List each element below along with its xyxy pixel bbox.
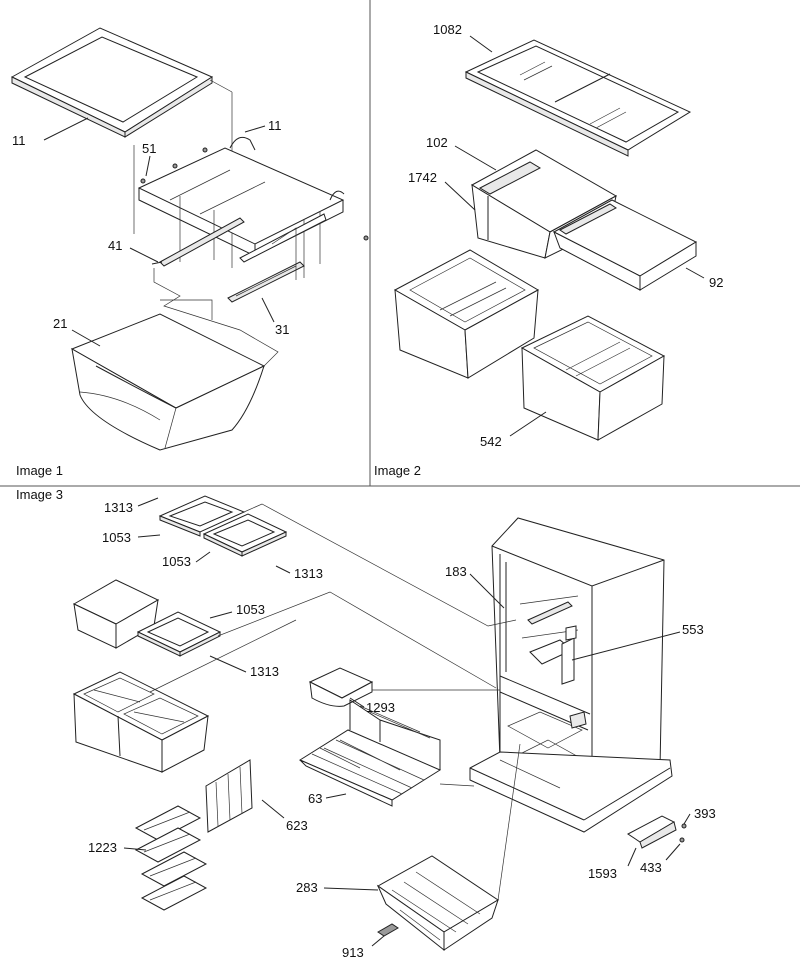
crisper-left	[393, 249, 540, 379]
divider-623	[205, 759, 253, 833]
rail-31	[227, 261, 305, 303]
basket-283	[376, 855, 499, 952]
callout-51: 51	[142, 141, 156, 156]
shelf-glass-1082	[464, 39, 692, 157]
bracket-1593	[627, 815, 687, 849]
image1-leaders	[43, 117, 275, 347]
callout-542: 542	[480, 434, 502, 449]
image3-guides	[149, 503, 521, 901]
callout-913: 913	[342, 945, 364, 960]
drawer-small	[72, 579, 160, 649]
callout-31: 31	[275, 322, 289, 337]
callout-1742: 1742	[408, 170, 437, 185]
image2-labels: 1082 102 1742 92 542 Image 2	[374, 22, 723, 478]
callout-11-a: 11	[12, 133, 26, 148]
callout-283: 283	[296, 880, 318, 895]
shelf-1053-top	[158, 495, 288, 557]
callout-1223: 1223	[88, 840, 117, 855]
callout-1082: 1082	[433, 22, 462, 37]
callout-393: 393	[694, 806, 716, 821]
image2-leaders	[444, 35, 705, 437]
callout-1313-c: 1313	[250, 664, 279, 679]
callout-183: 183	[445, 564, 467, 579]
callout-92: 92	[709, 275, 723, 290]
refrigerator-cabinet-183	[469, 517, 673, 833]
callout-553: 553	[682, 622, 704, 637]
wire-shelf-63	[298, 699, 442, 807]
rail-41	[151, 217, 245, 267]
double-crisper	[72, 671, 210, 773]
shelf-glass-11	[10, 27, 214, 138]
callout-1313-b: 1313	[294, 566, 323, 581]
panel-title-image3: Image 3	[16, 487, 63, 502]
callout-433: 433	[640, 860, 662, 875]
bin-1293	[308, 667, 374, 707]
callout-102: 102	[426, 135, 448, 150]
callout-21: 21	[53, 316, 67, 331]
shelf-1053-mid	[136, 611, 222, 657]
callout-1313-a: 1313	[104, 500, 133, 515]
panel-title-image1: Image 1	[16, 463, 63, 478]
image1-parts	[10, 27, 369, 451]
image2-parts	[393, 39, 698, 441]
panel-frames	[0, 0, 800, 487]
crisper-drawer-21	[70, 313, 266, 451]
crisper-542	[520, 315, 666, 441]
callout-623: 623	[286, 818, 308, 833]
callout-1053-a: 1053	[102, 530, 131, 545]
panel-title-image2: Image 2	[374, 463, 421, 478]
image3-labels: Image 3 1313 1053 1053 1313 1053 1313 18…	[16, 487, 716, 960]
callout-11-b: 11	[268, 118, 282, 133]
image1-labels: 11 11 51 41 21 31 Image 1	[12, 118, 289, 478]
callout-63: 63	[308, 791, 322, 806]
callout-1053-c: 1053	[236, 602, 265, 617]
callout-1293: 1293	[366, 700, 395, 715]
callout-41: 41	[108, 238, 122, 253]
image3-parts	[72, 495, 687, 952]
ice-trays-1223	[134, 805, 208, 911]
drawer-102	[470, 149, 618, 259]
image3-leaders	[123, 497, 691, 947]
callout-1053-b: 1053	[162, 554, 191, 569]
callout-1593: 1593	[588, 866, 617, 881]
tray-92	[552, 199, 698, 291]
